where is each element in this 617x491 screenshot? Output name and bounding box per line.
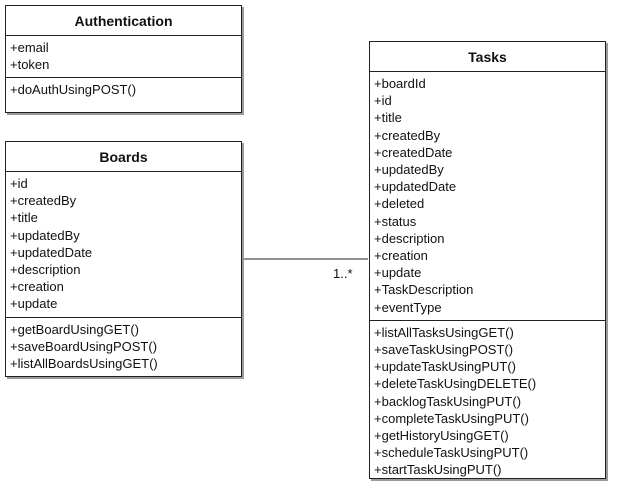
attribute: +eventType [374,299,442,315]
attribute: +createdDate [374,144,453,160]
operation: +getBoardUsingGET() [10,321,139,337]
attributes-section: +boardId +id+title+createdBy+createdDate +… [370,72,605,320]
attribute: +createdBy [10,193,77,209]
class-authentication: Authentication +email +token +doAuthUsing… [5,5,242,113]
attribute: +updatedDate [10,244,93,260]
operation: +deleteTaskUsingDELETE() [374,376,537,392]
class-name: Boards [6,142,241,172]
attribute: +title [10,210,38,226]
attribute: +email [10,40,49,55]
attribute: +updatedBy [374,162,444,178]
attributes-section: +email +token [6,36,241,77]
operation: +saveTaskUsingPOST() [374,342,514,358]
operations-section: +listAllTasksUsingGET() +saveTaskUsingPOS… [370,319,605,483]
attribute: +deleted [374,196,425,212]
attribute: +status [374,213,417,229]
operation: +startTaskUsingPUT() [374,462,502,478]
attribute: +description [10,262,81,278]
attribute: +updatedBy [10,227,80,243]
operations-section: +doAuthUsingPOST() [6,77,241,102]
attributes-section: +id +createdBy+title+updatedBy+updatedDat… [6,172,241,317]
class-boards: Boards +id+createdBy+title+updatedBy+upd… [5,141,242,377]
operation: +listAllTasksUsingGET() [374,324,514,340]
attribute: +id [374,93,392,109]
attribute: +boardId [374,76,426,91]
operation: +doAuthUsingPOST() [10,82,137,98]
attribute: +TaskDescription [374,282,474,298]
operation: +getHistoryUsingGET() [374,428,509,444]
multiplicity-label: 1..* [333,266,353,281]
attribute: +createdBy [374,127,441,143]
attribute: +description [374,230,445,246]
attribute: +id [10,176,28,191]
attribute: +update [374,265,422,281]
class-tasks: Tasks +boardId +id+title+createdBy+create… [369,41,606,479]
attribute: +title [374,110,402,126]
attribute: +updatedDate [374,179,457,195]
operation: +saveBoardUsingPOST() [10,338,158,354]
operations-section: +getBoardUsingGET()+saveBoardUsingPOST()… [6,316,241,377]
operation: +updateTaskUsingPUT() [374,359,516,375]
class-name: Authentication [6,6,241,36]
operation: +listAllBoardsUsingGET() [10,356,158,372]
attribute: +creation [10,279,64,295]
operation: +scheduleTaskUsingPUT() [374,445,529,461]
operation: +completeTaskUsingPUT() [374,410,529,426]
attribute: +update [10,296,58,312]
attribute: +token [10,57,50,73]
class-name: Tasks [370,42,605,72]
operation: +backlogTaskUsingPUT() [374,393,522,409]
attribute: +creation [374,248,428,264]
